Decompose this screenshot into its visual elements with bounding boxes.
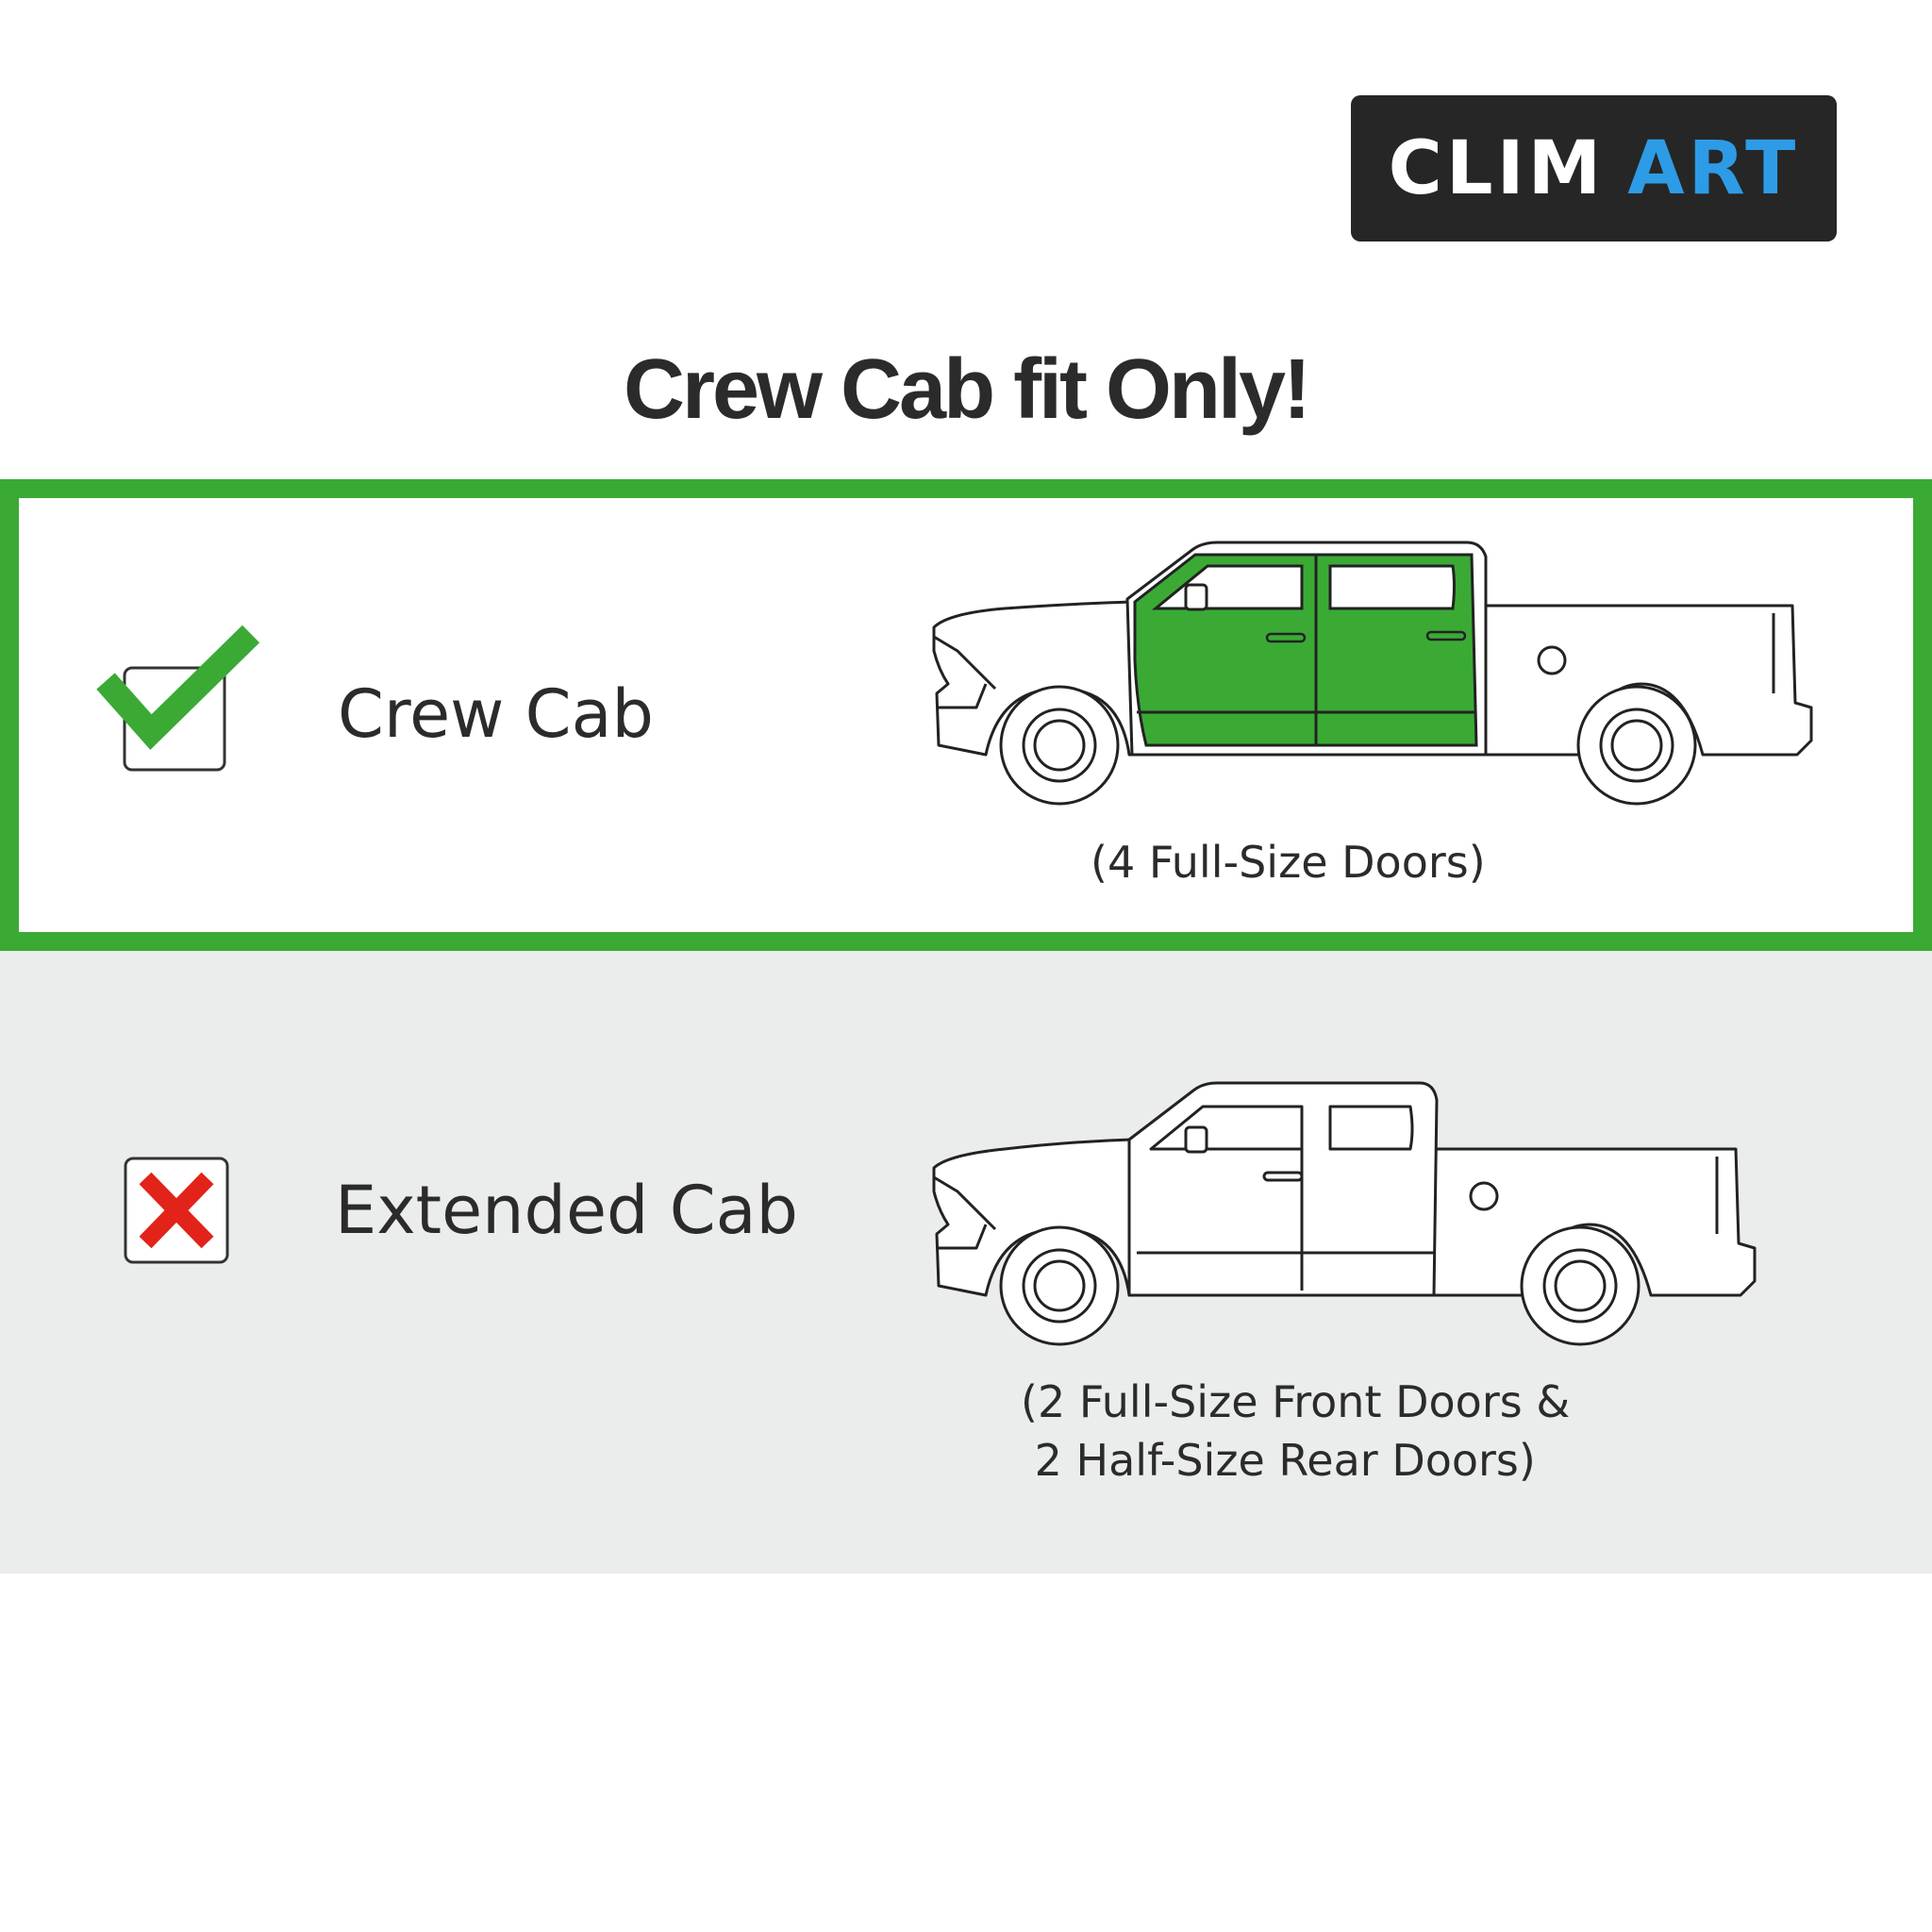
extended-cab-caption: (2 Full-Size Front Doors & 2 Half-Size R…: [1021, 1373, 1570, 1490]
extended-cab-truck-illustration: [932, 1081, 1757, 1346]
logo-text-art: ART: [1627, 125, 1800, 211]
option-label-crew-cab: Crew Cab: [338, 675, 654, 753]
page-title: Crew Cab fit Only!: [623, 342, 1311, 437]
crew-cab-truck-illustration: [932, 541, 1813, 806]
crew-cab-caption: (4 Full-Size Doors): [1091, 833, 1486, 891]
caption-line: (2 Full-Size Front Doors &: [1021, 1376, 1571, 1427]
caption-line: 2 Half-Size Rear Doors): [1021, 1435, 1536, 1486]
caption-line: (4 Full-Size Doors): [1091, 837, 1486, 888]
logo-text-clim: CLIM: [1388, 125, 1606, 211]
option-label-extended-cab: Extended Cab: [335, 1172, 798, 1249]
check-icon: [96, 625, 260, 772]
cross-icon: [124, 1157, 229, 1264]
